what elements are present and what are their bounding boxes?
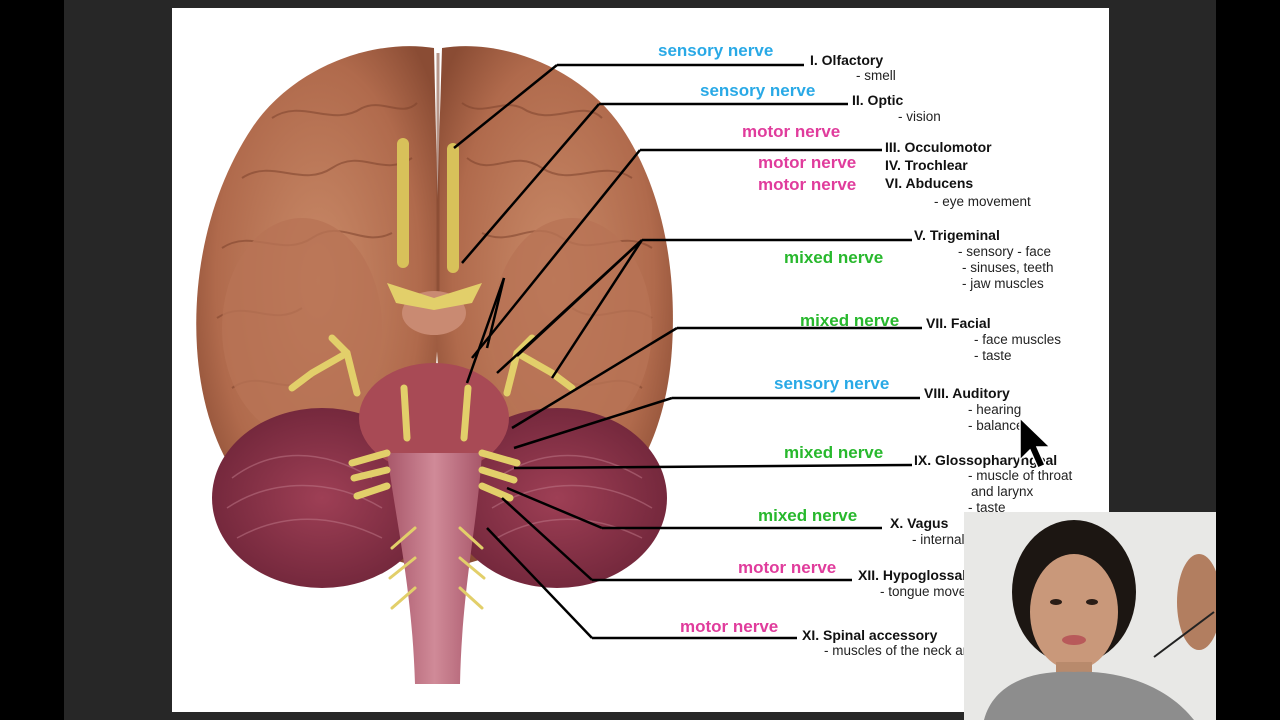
nerve-type-label: mixed nerve — [800, 311, 899, 330]
nerve-type-label: motor nerve — [680, 617, 778, 636]
spinal-roots — [388, 526, 486, 610]
nerve-name-label: VI. Abducens — [885, 175, 973, 191]
nerve-name-label: II. Optic — [852, 92, 904, 108]
right-temporal-lobe — [492, 218, 652, 438]
nerve-name-label: VII. Facial — [926, 315, 991, 331]
nerve-name-label: XII. Hypoglossal — [858, 567, 966, 583]
nerve-type-label: sensory nerve — [700, 81, 815, 100]
nerve-type-label: motor nerve — [742, 122, 840, 141]
nerve-type-label: motor nerve — [758, 153, 856, 172]
nerve-name-label: I. Olfactory — [810, 52, 883, 68]
leader-lines — [453, 63, 922, 640]
olfactory-bulb-left — [397, 138, 409, 268]
cerebellum-folia — [226, 454, 653, 539]
nerve-function-label: - muscles of the neck and u — [824, 643, 989, 658]
brainstem — [387, 453, 482, 684]
olfactory-bulb-right — [447, 143, 459, 273]
nerve-type-label: sensory nerve — [774, 374, 889, 393]
nerve-function-label: - hearing — [968, 402, 1021, 417]
nerve-name-label: VIII. Auditory — [924, 385, 1010, 401]
left-temporal-lobe — [222, 218, 382, 438]
nerve-name-label: III. Occulomotor — [885, 139, 992, 155]
nerve-name-label: IV. Trochlear — [885, 157, 968, 173]
nerve-type-label: motor nerve — [738, 558, 836, 577]
nerve-function-label: - taste — [974, 348, 1012, 363]
nerve-function-label: - sinuses, teeth — [962, 260, 1054, 275]
nerve-function-label: and larynx — [971, 484, 1034, 499]
cranial-nerves-diagram: sensory nerve I. Olfactory - smell senso… — [196, 41, 1073, 684]
presenter-webcam — [964, 512, 1216, 720]
nerve-function-label: - balance — [968, 418, 1024, 433]
nerve-function-label: - eye movement — [934, 194, 1031, 209]
brain-illustration — [196, 46, 673, 684]
nerve-function-label: - muscle of throat — [968, 468, 1073, 483]
slide: sensory nerve I. Olfactory - smell senso… — [172, 8, 1109, 712]
nerve-type-label: mixed nerve — [758, 506, 857, 525]
nerve-name-label: X. Vagus — [890, 515, 949, 531]
optic-chiasm — [387, 283, 482, 310]
nerve-function-label: - vision — [898, 109, 941, 124]
nerve-type-label: sensory nerve — [658, 41, 773, 60]
nerve-name-label: V. Trigeminal — [914, 227, 1000, 243]
nerve-type-label: mixed nerve — [784, 248, 883, 267]
nerve-function-label: - jaw muscles — [962, 276, 1044, 291]
nerve-function-label: - taste — [968, 500, 1006, 515]
nerve-function-label: - smell — [856, 68, 896, 83]
nerve-roots — [288, 334, 576, 502]
nerve-function-label: - face muscles — [974, 332, 1061, 347]
nerve-labels: sensory nerve I. Olfactory - smell senso… — [658, 41, 1073, 658]
nerve-function-label: - sensory - face — [958, 244, 1051, 259]
pons — [359, 363, 509, 473]
presenter-silhouette — [964, 512, 1216, 720]
nerve-type-label: motor nerve — [758, 175, 856, 194]
nerve-name-label: XI. Spinal accessory — [802, 627, 938, 643]
mouse-cursor-icon — [1019, 416, 1052, 469]
nerve-type-label: mixed nerve — [784, 443, 883, 462]
